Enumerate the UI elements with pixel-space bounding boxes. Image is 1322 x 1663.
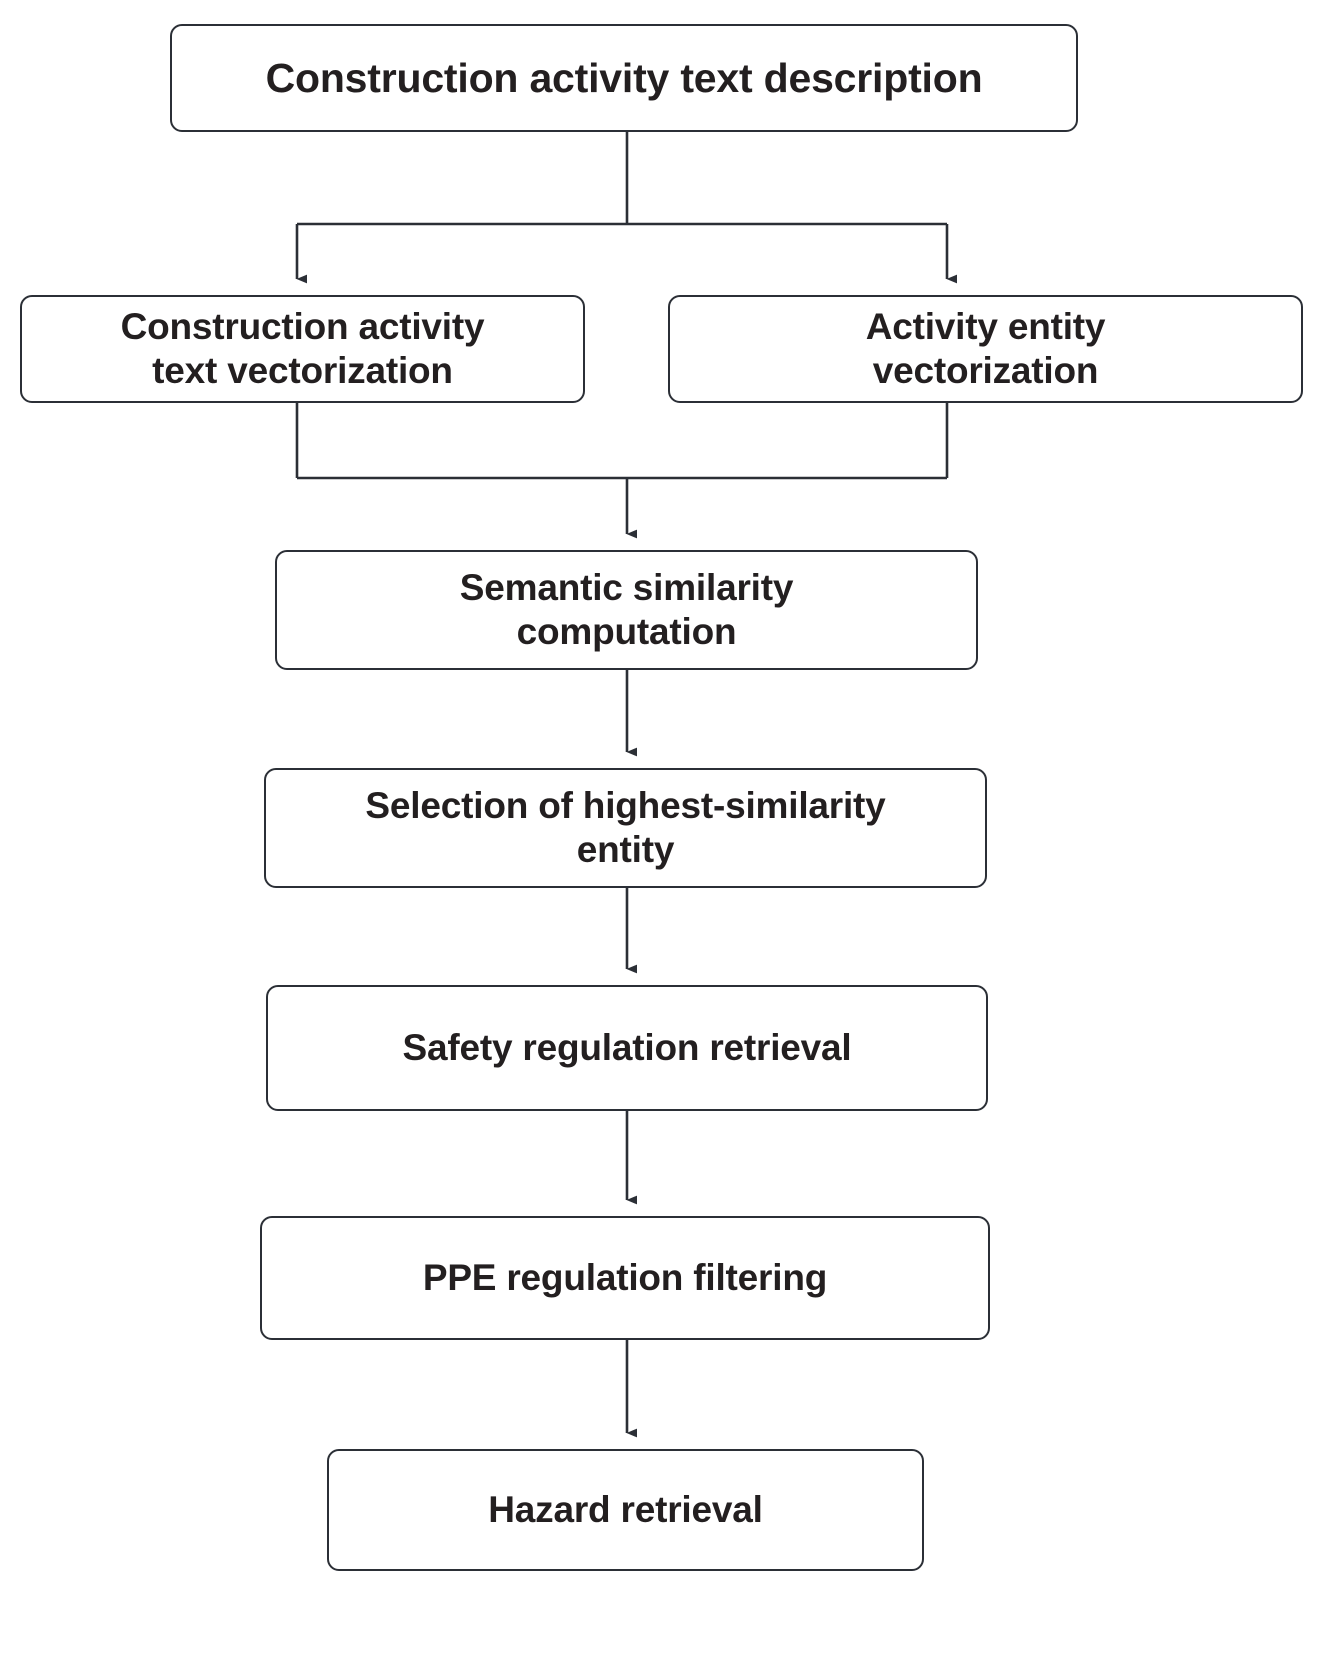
node-construction-activity-text-description[interactable]: Construction activity text description (170, 24, 1078, 132)
node-hazard-retrieval[interactable]: Hazard retrieval (327, 1449, 924, 1571)
node-selection-of-highest-similarity-entity[interactable]: Selection of highest-similarity entity (264, 768, 987, 888)
node-semantic-similarity-computation[interactable]: Semantic similarity computation (275, 550, 978, 670)
node-label: Safety regulation retrieval (402, 1027, 852, 1069)
node-safety-regulation-retrieval[interactable]: Safety regulation retrieval (266, 985, 988, 1111)
node-activity-entity-vectorization[interactable]: Activity entity vectorization (668, 295, 1303, 403)
node-label: Semantic similarity computation (459, 567, 794, 652)
node-label: Hazard retrieval (488, 1489, 763, 1531)
node-ppe-regulation-filtering[interactable]: PPE regulation filtering (260, 1216, 990, 1340)
node-label: Selection of highest-similarity entity (365, 785, 886, 870)
node-label: Activity entity vectorization (865, 306, 1106, 391)
node-label: PPE regulation filtering (422, 1257, 828, 1299)
node-construction-activity-text-vectorization[interactable]: Construction activity text vectorization (20, 295, 585, 403)
node-label: Construction activity text vectorization (120, 306, 485, 391)
node-label: Construction activity text description (265, 54, 983, 101)
